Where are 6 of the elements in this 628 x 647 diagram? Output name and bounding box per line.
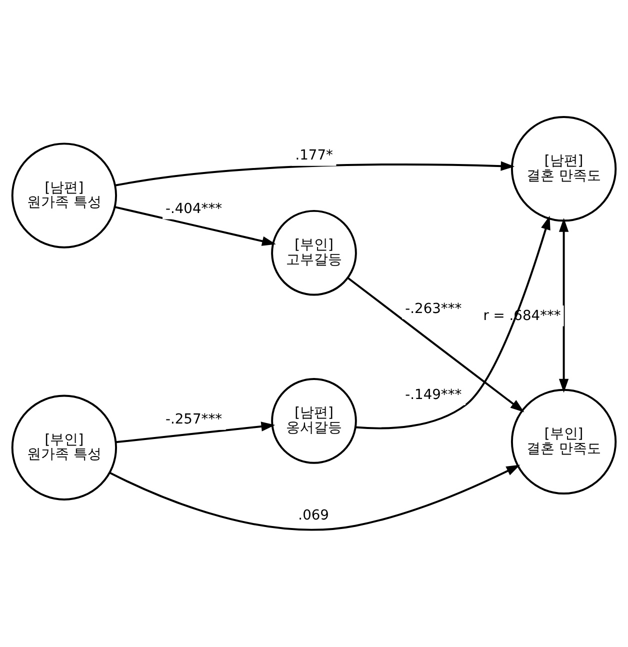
edge-label: -.149*** [405,386,462,403]
edge-label: -.404*** [166,201,222,218]
edge-label: -.263*** [405,300,462,317]
edge-label: .177* [295,148,333,164]
edge-label: -.257*** [166,412,222,428]
edge-label: .069 [298,507,329,524]
